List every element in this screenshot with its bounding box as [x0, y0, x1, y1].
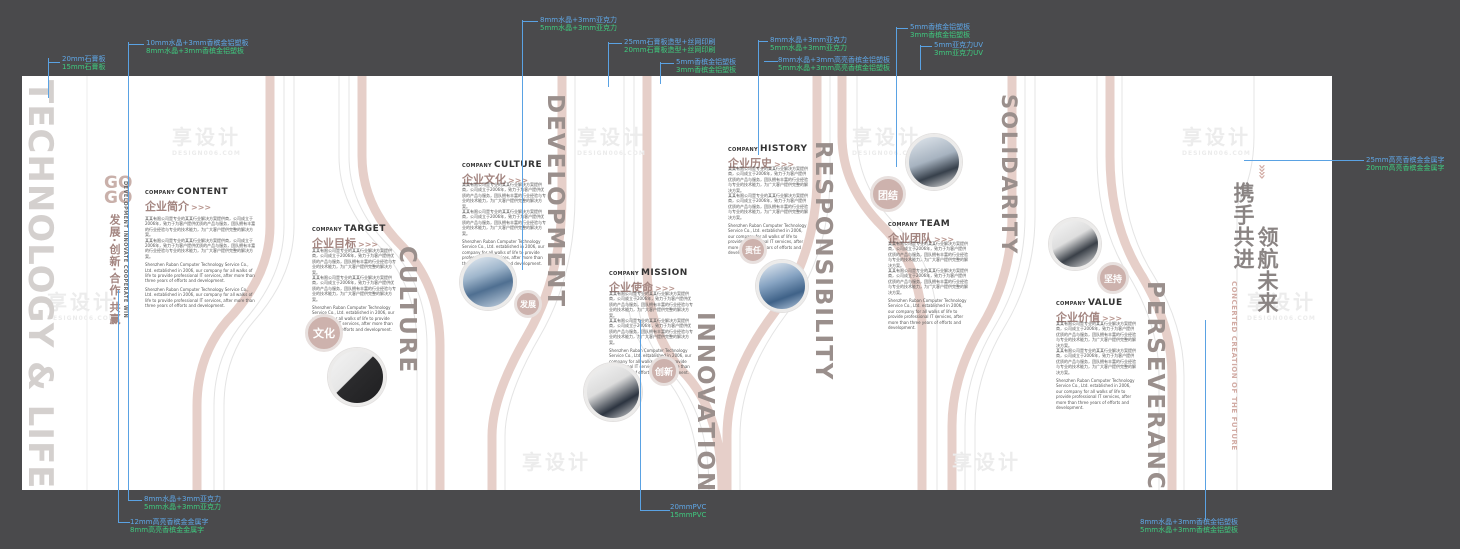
leader-line	[920, 45, 921, 70]
leader-line	[1205, 320, 1206, 520]
tower-photo	[756, 260, 808, 312]
word-perseverance: PERSEVERANCE	[1142, 281, 1168, 490]
side-title: TECHNOLOGY & LIFE	[22, 80, 60, 490]
section-mission-heading: COMPANY MISSION 企业使命>>>	[609, 268, 688, 294]
leader-line	[758, 41, 768, 42]
leader-line	[896, 27, 897, 167]
leader-line	[48, 58, 49, 98]
gogo-en: DEVELOPMENT INNOVATE COOPERATE WIN	[122, 181, 128, 319]
word-solidarity: SOLIDARITY	[997, 94, 1021, 256]
section-team-heading: COMPANY TEAM 企业团队>>>	[888, 219, 955, 245]
badge-unite: 团结	[870, 176, 906, 212]
watermark: 享设计	[952, 450, 1021, 474]
leader-line	[522, 21, 538, 22]
leader-line	[764, 61, 778, 62]
slogan-arrows: ››››	[1254, 164, 1269, 178]
section-target-text: 某某有限公司是专业的某某行业解决方案提供商，公司成立于2006年，致力于为客户提…	[312, 248, 396, 332]
section-culture-text: 某某有限公司是专业的某某行业解决方案提供商，公司成立于2006年，致力于为客户提…	[462, 182, 546, 266]
section-mission-text: 某某有限公司是专业的某某行业解决方案提供商，公司成立于2006年，致力于为客户提…	[609, 291, 693, 375]
badge-persist: 坚持	[1097, 262, 1129, 294]
badge-culture: 文化	[305, 314, 343, 352]
leader-line	[608, 42, 609, 87]
leader-line	[640, 510, 670, 511]
watermark: 享设计	[522, 450, 591, 474]
word-innovation: INNOVATION	[692, 312, 718, 490]
office-work-photo	[906, 134, 962, 190]
section-culture-heading: COMPANY CULTURE 企业文化>>>	[462, 160, 543, 186]
leader-line	[758, 40, 759, 155]
leader-line	[128, 500, 142, 501]
word-responsibility: RESPONSIBILITY	[810, 141, 836, 382]
leader-line	[118, 290, 119, 522]
leader-line	[118, 522, 130, 523]
leader-line	[660, 62, 661, 84]
leader-line	[128, 44, 144, 45]
decorative-curves	[86, 76, 1255, 490]
word-culture: CULTURE	[394, 246, 420, 375]
badge-develop: 发展	[514, 290, 542, 318]
slogan-col1: 携手共进	[1231, 182, 1255, 270]
section-content-heading: COMPANY CONTENT 企业简介>>>	[145, 187, 229, 213]
gogo-cn: 发展·创新·合作·共赢	[108, 214, 121, 326]
badge-innovate: 创新	[649, 356, 679, 386]
leader-line	[640, 320, 641, 510]
section-content-text: 某某有限公司是专业的某某行业解决方案提供商，公司成立于2006年，致力于为客户提…	[145, 216, 256, 309]
leader-line	[660, 63, 674, 64]
future-en: CONCERTED CREATION OF THE FUTURE	[1230, 281, 1238, 451]
section-history-heading: COMPANY HISTORY 企业历史>>>	[728, 144, 808, 170]
laptop-photo	[584, 363, 642, 421]
leader-line	[608, 43, 622, 44]
slogan-col2: 领航未来	[1255, 226, 1279, 314]
leader-line	[896, 28, 908, 29]
leader-line	[1244, 160, 1364, 161]
leader-line	[522, 20, 523, 270]
section-value-heading: COMPANY VALUE 企业价值>>>	[1056, 298, 1123, 324]
section-target-heading: COMPANY TARGET 企业目标>>>	[312, 224, 386, 250]
word-development: DEVELOPMENT	[542, 94, 568, 309]
section-value-text: 某某有限公司是专业的某某行业解决方案提供商，公司成立于2006年，致力于为客户提…	[1056, 321, 1136, 411]
leader-line	[920, 46, 932, 47]
badge-duty: 责任	[739, 236, 767, 264]
building-photo	[460, 254, 516, 310]
section-team-text: 某某有限公司是专业的某某行业解决方案提供商，公司成立于2006年，致力于为客户提…	[888, 241, 968, 331]
keyboard-photo	[1049, 218, 1101, 270]
leader-line	[48, 62, 60, 63]
handshake-photo	[328, 348, 386, 406]
leader-line	[128, 42, 129, 500]
